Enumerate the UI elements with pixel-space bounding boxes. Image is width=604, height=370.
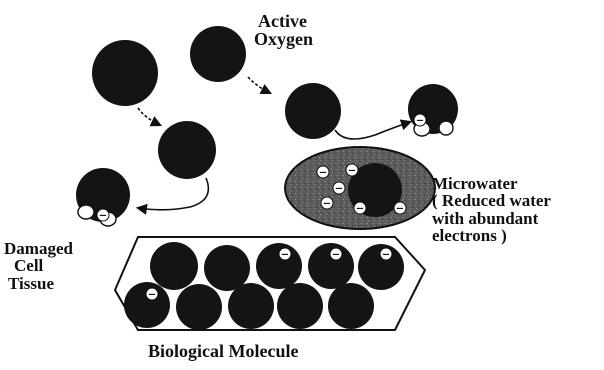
electron-markers: −−−−−−−−−−−− xyxy=(96,113,427,301)
label-microwater-line1: Microwater xyxy=(432,174,518,193)
electron-symbol-9: − xyxy=(281,250,289,261)
arrow-2 xyxy=(247,76,273,95)
label-biological-molecule: Biological Molecule xyxy=(148,341,299,361)
electron-symbol-2: − xyxy=(335,184,343,195)
molecule-sphere-bottom-1 xyxy=(124,282,170,328)
molecule-sphere-top-1 xyxy=(150,242,198,290)
electron-marker-6 xyxy=(345,163,359,177)
label-damaged-line2: Cell xyxy=(14,256,44,276)
electron-marker-5 xyxy=(393,201,407,215)
electron-marker-10 xyxy=(329,247,343,261)
active-oxygen-sphere-3 xyxy=(285,83,341,139)
active-oxygen-sphere-1 xyxy=(92,40,158,106)
label-damaged-line1: Damaged xyxy=(4,239,73,258)
electron-marker-8 xyxy=(96,208,110,222)
arrow-1 xyxy=(137,107,163,127)
electron-marker-11 xyxy=(379,247,393,261)
electron-symbol-6: − xyxy=(348,166,356,177)
label-microwater-line2: ( Reduced water xyxy=(432,191,551,211)
electron-symbol-7: − xyxy=(416,116,424,127)
electron-symbol-1: − xyxy=(319,168,327,179)
label-microwater-line4: electrons ) xyxy=(432,225,507,245)
electron-symbol-11: − xyxy=(382,250,390,261)
electron-marker-4 xyxy=(353,201,367,215)
label-active-oxygen-line1: Active xyxy=(258,11,307,31)
molecule-sphere-top-5 xyxy=(358,244,404,290)
electron-symbol-5: − xyxy=(396,204,404,215)
electron-symbol-12: − xyxy=(148,290,156,301)
active-oxygen-sphere-2 xyxy=(190,26,246,82)
electron-symbol-8: − xyxy=(99,211,107,222)
electron-marker-9 xyxy=(278,247,292,261)
label-microwater-line3: with abundant xyxy=(432,208,539,228)
label-active-oxygen-line2: Oxygen xyxy=(254,29,314,50)
molecule-sphere-bottom-4 xyxy=(277,283,323,329)
molecule-sphere-top-3 xyxy=(256,243,302,289)
label-damaged-cell-tissue: Damaged Cell Tissue xyxy=(4,240,73,292)
electron-marker-12 xyxy=(145,287,159,301)
label-active-oxygen: Active Oxygen xyxy=(254,12,313,49)
electron-marker-1 xyxy=(316,165,330,179)
active-oxygen-sphere-4 xyxy=(158,121,216,179)
arrow-4 xyxy=(135,177,210,215)
molecule-sphere-bottom-2 xyxy=(176,284,222,330)
electron-marker-2 xyxy=(332,181,346,195)
label-damaged-line3: Tissue xyxy=(8,273,54,293)
molecule-sphere-top-2 xyxy=(204,245,250,291)
molecule-sphere-bottom-5 xyxy=(328,283,374,329)
electron-symbol-3: − xyxy=(323,199,331,210)
arrow-3 xyxy=(334,119,413,140)
molecule-sphere-bottom-3 xyxy=(228,283,274,329)
electron-marker-7 xyxy=(413,113,427,127)
molecule-sphere-top-4 xyxy=(308,243,354,289)
electron-symbol-4: − xyxy=(356,204,364,215)
electron-marker-3 xyxy=(320,196,334,210)
electron-symbol-10: − xyxy=(332,250,340,261)
label-microwater: Microwater ( Reduced water with abundant… xyxy=(432,174,551,245)
